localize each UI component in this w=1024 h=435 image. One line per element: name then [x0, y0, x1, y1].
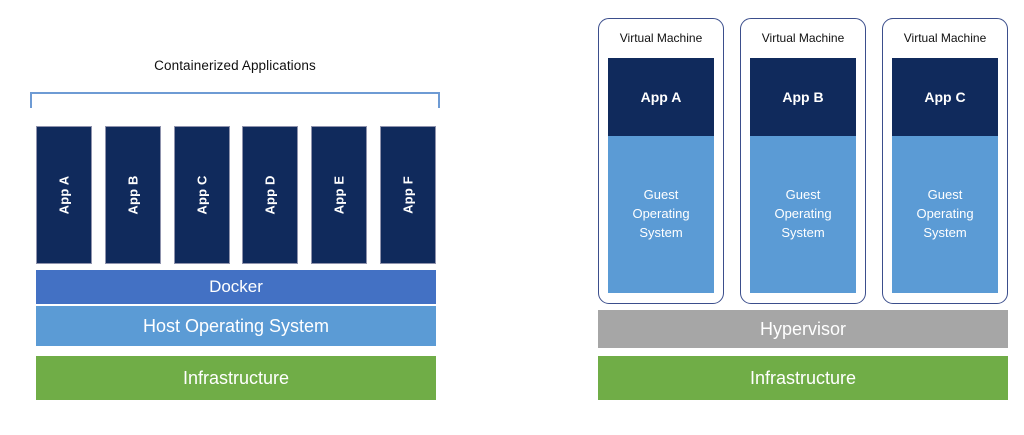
- container-app-box[interactable]: App D: [242, 126, 299, 264]
- docker-layer-bar[interactable]: Docker: [36, 270, 436, 304]
- virtual-machine-title: Virtual Machine: [903, 31, 987, 45]
- virtual-machine-stack: App C Guest Operating System: [892, 58, 998, 293]
- virtual-machine-title: Virtual Machine: [761, 31, 845, 45]
- container-app-label: App C: [194, 175, 210, 215]
- containerized-applications-bracket: [30, 92, 440, 108]
- hypervisor-layer-bar[interactable]: Hypervisor: [598, 310, 1008, 348]
- virtual-machine-stack: App B Guest Operating System: [750, 58, 856, 293]
- container-app-label: App D: [262, 175, 278, 215]
- container-app-box[interactable]: App B: [104, 126, 161, 264]
- container-app-label: App A: [56, 175, 72, 215]
- container-architecture-panel: Containerized Applications App A App B A…: [0, 0, 480, 435]
- container-app-columns: App A App B App C App D App E App F: [36, 126, 436, 264]
- vm-app-block[interactable]: App A: [608, 58, 714, 136]
- infrastructure-layer-bar-containers[interactable]: Infrastructure: [36, 356, 436, 400]
- container-app-box[interactable]: App A: [36, 126, 92, 264]
- virtual-machine-box[interactable]: Virtual Machine App C Guest Operating Sy…: [882, 18, 1008, 304]
- container-app-label: App B: [125, 175, 141, 215]
- virtual-machine-box[interactable]: Virtual Machine App A Guest Operating Sy…: [598, 18, 724, 304]
- containerized-applications-title: Containerized Applications: [154, 58, 316, 73]
- container-app-label: App F: [400, 176, 416, 214]
- vm-guest-os-block[interactable]: Guest Operating System: [608, 136, 714, 293]
- virtual-machine-box[interactable]: Virtual Machine App B Guest Operating Sy…: [740, 18, 866, 304]
- host-operating-system-layer-bar[interactable]: Host Operating System: [36, 306, 436, 346]
- container-app-box[interactable]: App C: [173, 126, 230, 264]
- infrastructure-layer-bar-vms[interactable]: Infrastructure: [598, 356, 1008, 400]
- virtual-machine-boxes: Virtual Machine App A Guest Operating Sy…: [598, 18, 1008, 304]
- container-app-box[interactable]: App F: [379, 126, 436, 264]
- vm-app-block[interactable]: App C: [892, 58, 998, 136]
- container-app-label: App E: [331, 175, 347, 215]
- container-app-box[interactable]: App E: [311, 126, 368, 264]
- virtual-machine-architecture-panel: Virtual Machine App A Guest Operating Sy…: [544, 0, 1024, 435]
- vm-app-block[interactable]: App B: [750, 58, 856, 136]
- vm-guest-os-block[interactable]: Guest Operating System: [892, 136, 998, 293]
- vm-guest-os-block[interactable]: Guest Operating System: [750, 136, 856, 293]
- virtual-machine-stack: App A Guest Operating System: [608, 58, 714, 293]
- virtual-machine-title: Virtual Machine: [619, 31, 703, 45]
